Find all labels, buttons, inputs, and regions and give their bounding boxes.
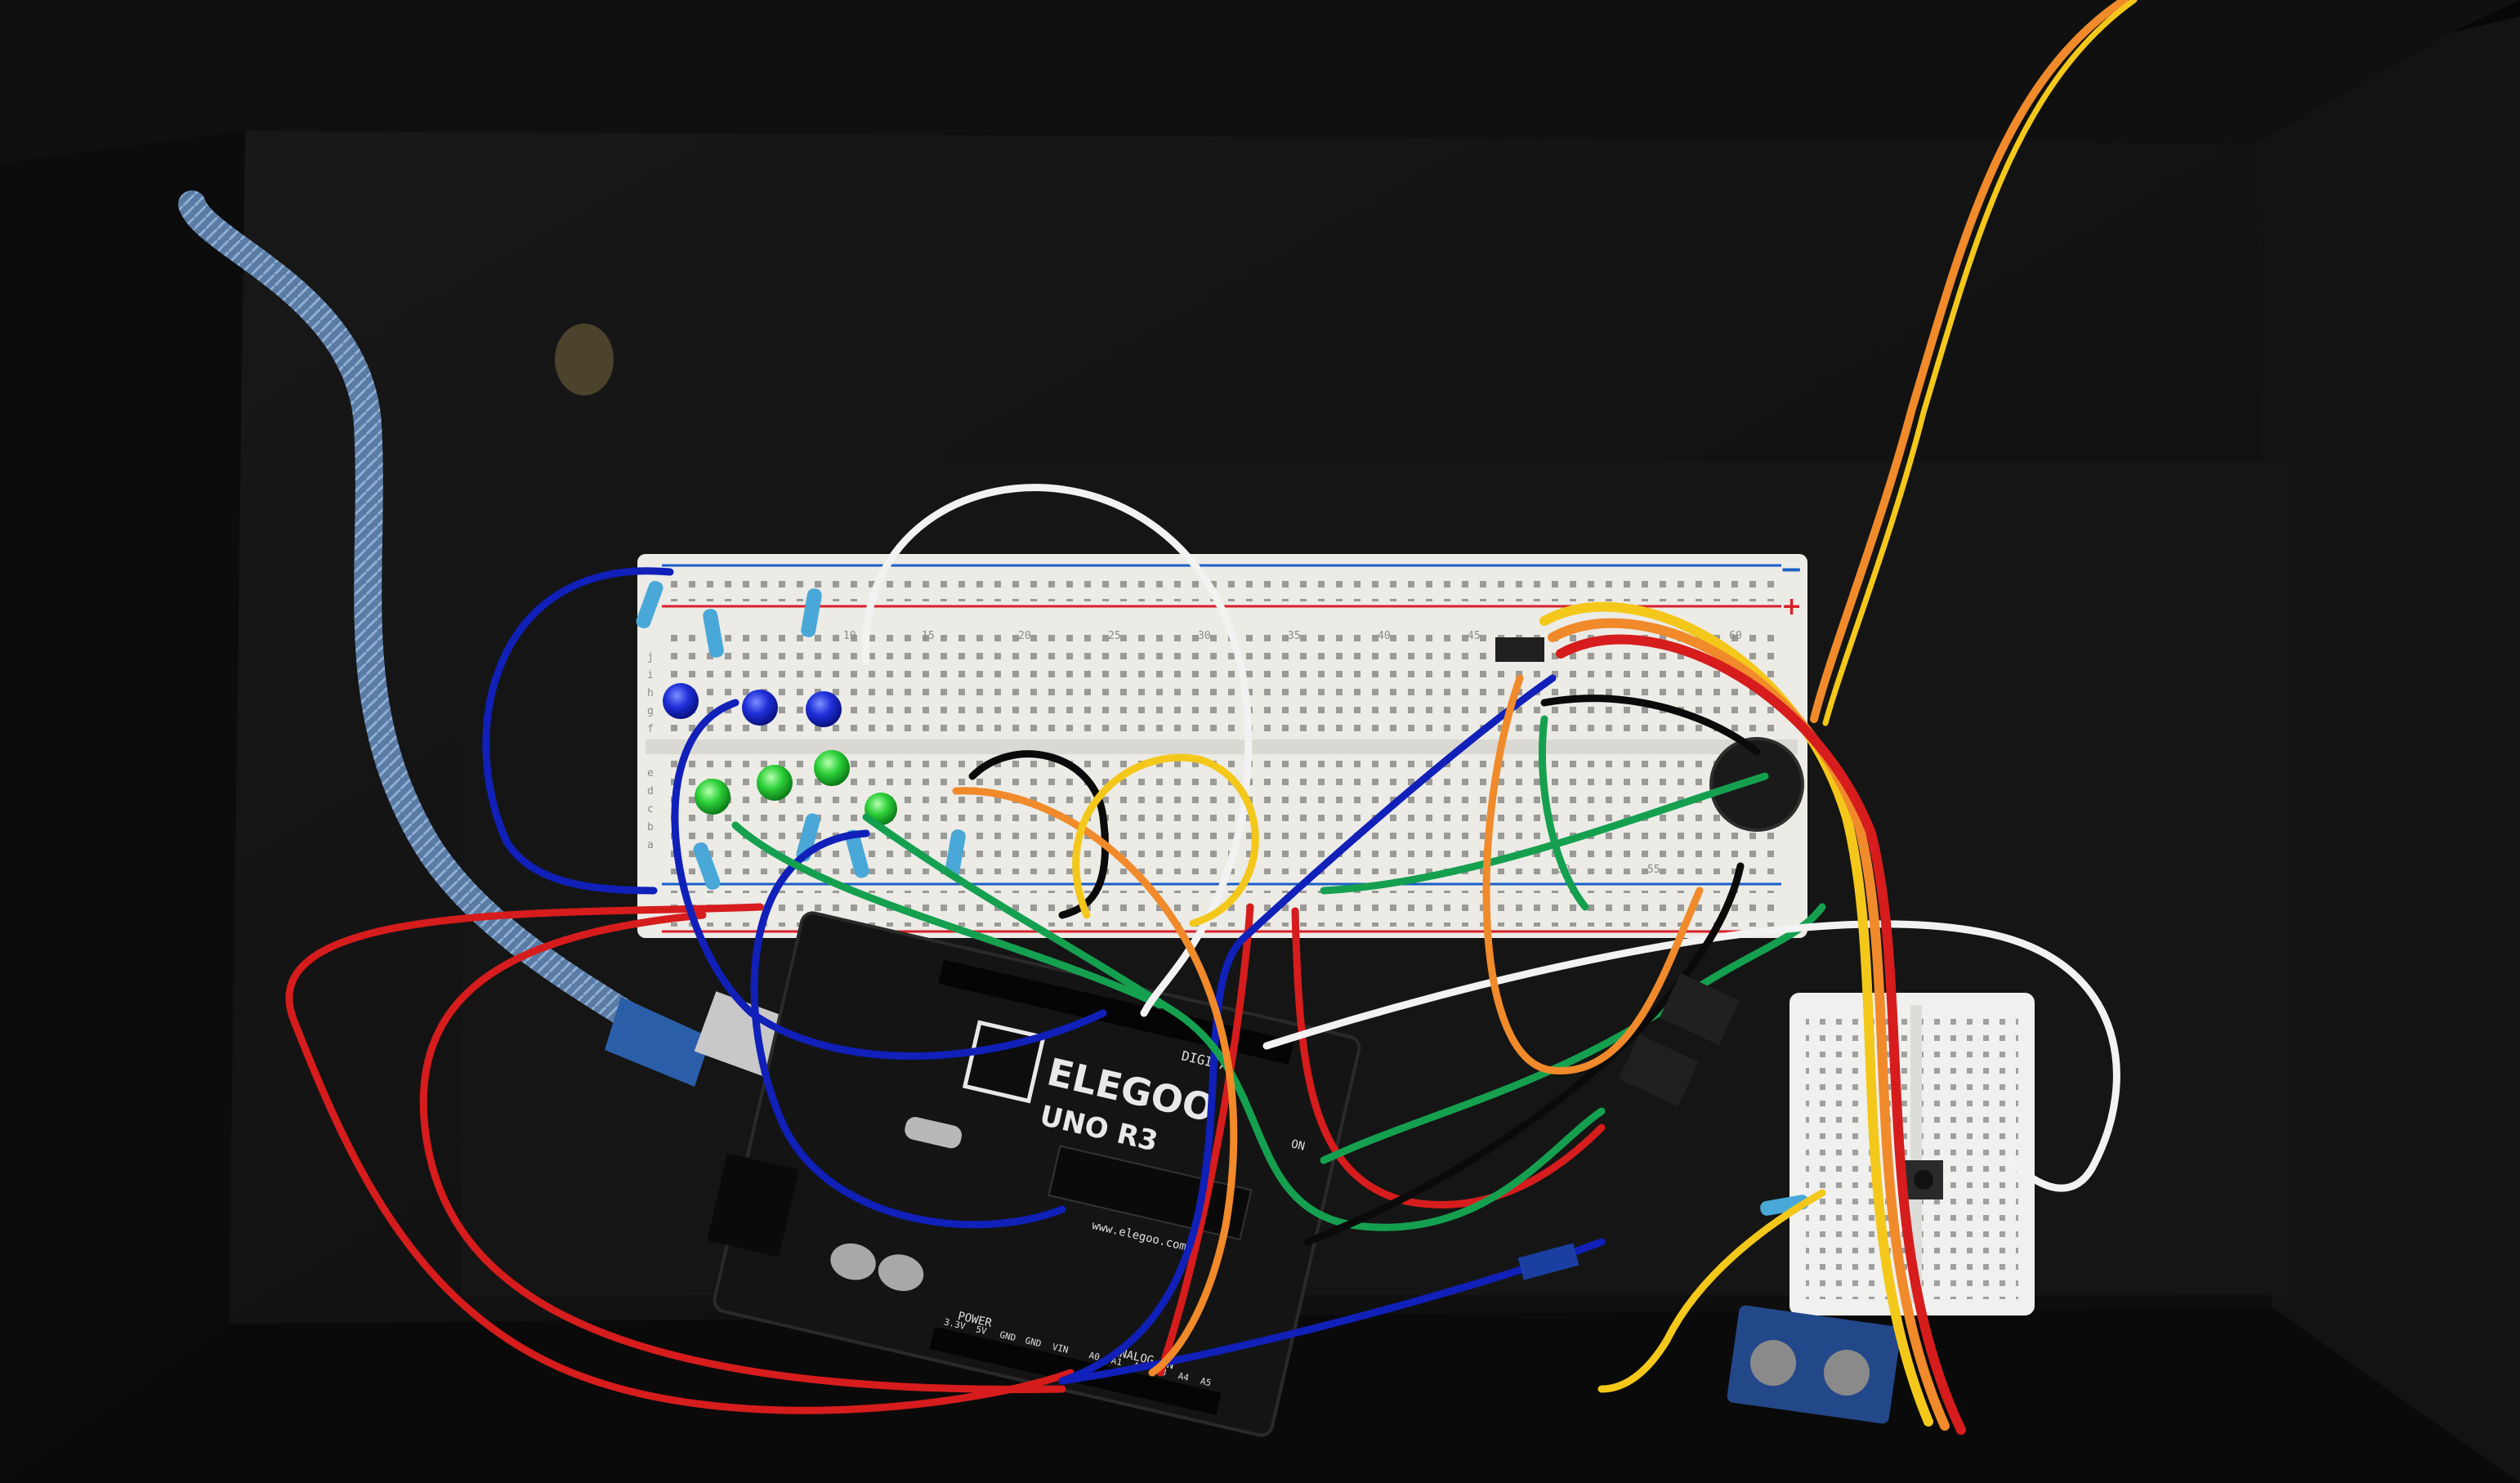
servo-cable: [1822, 0, 2138, 726]
servo-cable: [1556, 634, 1966, 1435]
row-letter-j: j: [647, 651, 654, 663]
dc-jack: [707, 1153, 799, 1257]
wire-blue: [750, 829, 1066, 1229]
col-label-20: 20: [1018, 630, 1031, 642]
power-pin-labels: 3.3V 5V GND GND VIN: [943, 1316, 1070, 1356]
row-letter-c: c: [647, 803, 654, 815]
pin-gnd-2: GND: [1024, 1335, 1042, 1349]
pin-3v3: 3.3V: [943, 1316, 967, 1332]
wire-black: [968, 750, 1110, 919]
col-label-25: 25: [1108, 630, 1121, 642]
capacitor-2: [878, 1254, 924, 1291]
resistor: [703, 609, 724, 658]
box-hole: [555, 324, 614, 395]
col-label-45: 45: [1468, 630, 1481, 642]
label-on: ON: [1289, 1137, 1306, 1153]
wire-white: [1262, 920, 2120, 1192]
resistor: [636, 580, 664, 629]
wire-black: [1540, 695, 1761, 756]
wire-orange: [952, 787, 1238, 1377]
resistor: [693, 842, 721, 891]
row-letter-f: f: [647, 723, 654, 735]
usb-connector-sleeve: [605, 997, 711, 1087]
row-letter-b: b: [647, 821, 654, 833]
wire-yellow: [1072, 753, 1259, 927]
led-green: [865, 793, 897, 825]
led-green: [757, 765, 793, 801]
servo-cable: [1548, 618, 1950, 1431]
breadboard-plus-sign: +: [1781, 592, 1802, 621]
usb-cable: [178, 190, 793, 1087]
wire-green: [1320, 772, 1769, 895]
pin-a5: A5: [1200, 1376, 1213, 1389]
resistor: [845, 829, 869, 878]
wires: [285, 0, 2138, 1435]
col-label-55: 55: [1647, 864, 1660, 876]
col-label-60: 60: [1729, 630, 1742, 642]
led-blue: [742, 690, 778, 726]
col-label-10: 10: [843, 630, 856, 642]
leds-blue: [663, 683, 842, 727]
col-label-15: 15: [922, 630, 935, 642]
leds-green: [695, 750, 897, 825]
led-green: [814, 750, 850, 786]
pin-gnd-1: GND: [999, 1329, 1016, 1343]
buzzer: [1709, 737, 1804, 832]
power-analog-header: [929, 1326, 1222, 1415]
resistor: [801, 588, 822, 637]
pin-vin: VIN: [1051, 1342, 1069, 1356]
wire-red: [285, 903, 1075, 1414]
led-blue: [663, 683, 699, 719]
led-blue: [806, 691, 842, 727]
row-letter-h: h: [647, 687, 654, 699]
row-letter-i: i: [647, 669, 654, 681]
wire-yellow: [1597, 1189, 1826, 1393]
wire-red: [1291, 907, 1606, 1208]
resistor: [796, 813, 820, 862]
row-letter-g: g: [647, 705, 654, 717]
wire-green: [862, 813, 1606, 1231]
col-label-30: 30: [1198, 630, 1211, 642]
breadboard-minus-sign: −: [1780, 553, 1803, 586]
wire-green: [1538, 715, 1589, 911]
wire-blue: [1058, 674, 1557, 1385]
wire-blue: [482, 567, 674, 895]
wire-red: [419, 911, 1066, 1393]
wire-green: [731, 821, 1164, 1009]
servo-cable: [1539, 601, 1933, 1427]
usb-connector-plug: [694, 991, 793, 1079]
col-label-35: 35: [1288, 630, 1301, 642]
wire-red: [1156, 903, 1254, 1377]
dupont-connectors: [1495, 637, 1740, 1280]
pin-5v: 5V: [975, 1324, 988, 1337]
wire-black: [1303, 862, 1745, 1246]
servo-cable: [1810, 0, 2129, 723]
elegoo-logo-icon: [962, 1020, 1046, 1104]
col-label-40: 40: [1378, 630, 1391, 642]
resistors: [636, 580, 1809, 1216]
capacitor-1: [830, 1243, 876, 1280]
pin-a0: A0: [1088, 1350, 1101, 1363]
row-letter-e: e: [647, 767, 654, 779]
ultrasonic-sensor: [1727, 1305, 1901, 1424]
pin-a4: A4: [1177, 1370, 1190, 1383]
wire-orange: [1482, 674, 1704, 1074]
resistor: [945, 829, 966, 878]
row-letter-d: d: [647, 785, 654, 797]
led-green: [695, 779, 731, 815]
push-button: [1904, 1160, 1943, 1199]
crystal: [905, 1117, 962, 1149]
row-letter-a: a: [647, 839, 654, 851]
breadboard-row-letters: j i h g f e d c b a: [647, 651, 654, 851]
